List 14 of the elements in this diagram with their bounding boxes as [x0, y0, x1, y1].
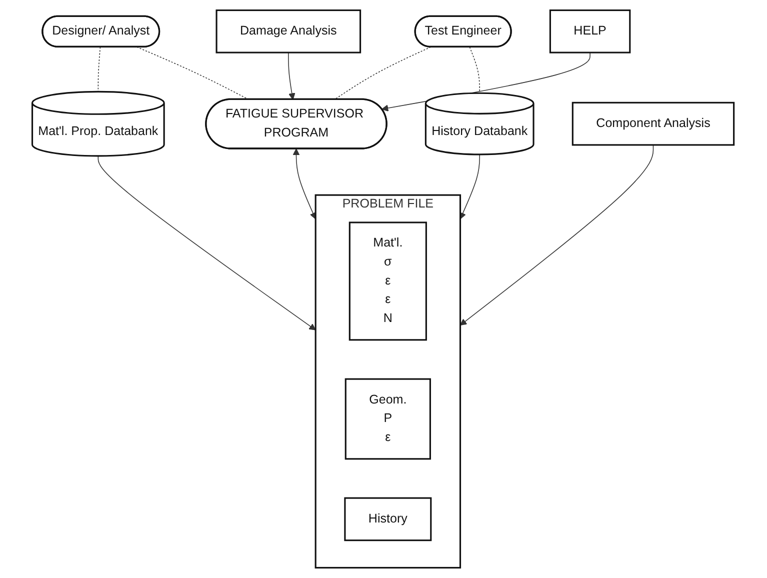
connector	[470, 46, 480, 94]
arrow	[288, 52, 296, 100]
arrow	[460, 144, 654, 326]
node-box: Geom. P ε	[345, 378, 432, 460]
arrow	[293, 148, 317, 220]
connector	[98, 46, 102, 92]
node-box: Damage Analysis	[216, 9, 362, 54]
arrow	[98, 156, 316, 330]
node-box: HELP	[550, 9, 632, 54]
node-box: History	[344, 497, 432, 542]
node-box: Mat'l. σ ε ε N	[349, 222, 428, 341]
node-box: Component Analysis	[572, 102, 736, 146]
arrow	[460, 154, 480, 220]
connector	[334, 46, 432, 100]
